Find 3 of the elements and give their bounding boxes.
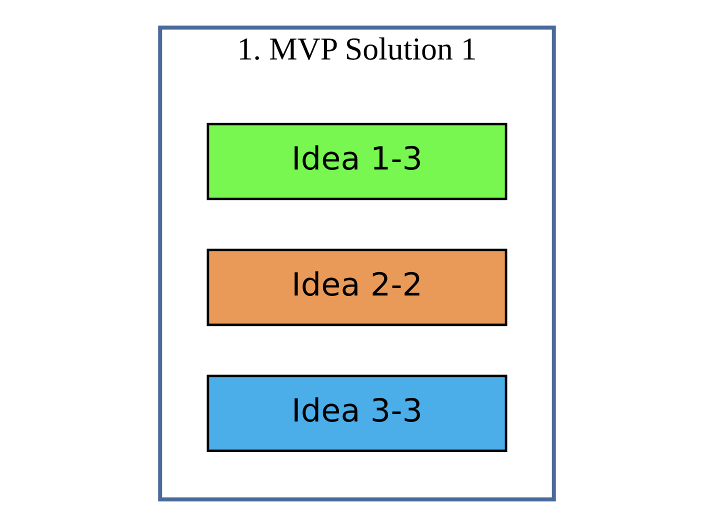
node-box: Idea 1-3 [206,122,508,200]
node-box: Idea 3-3 [206,374,508,452]
node-box: Idea 2-2 [206,248,508,326]
